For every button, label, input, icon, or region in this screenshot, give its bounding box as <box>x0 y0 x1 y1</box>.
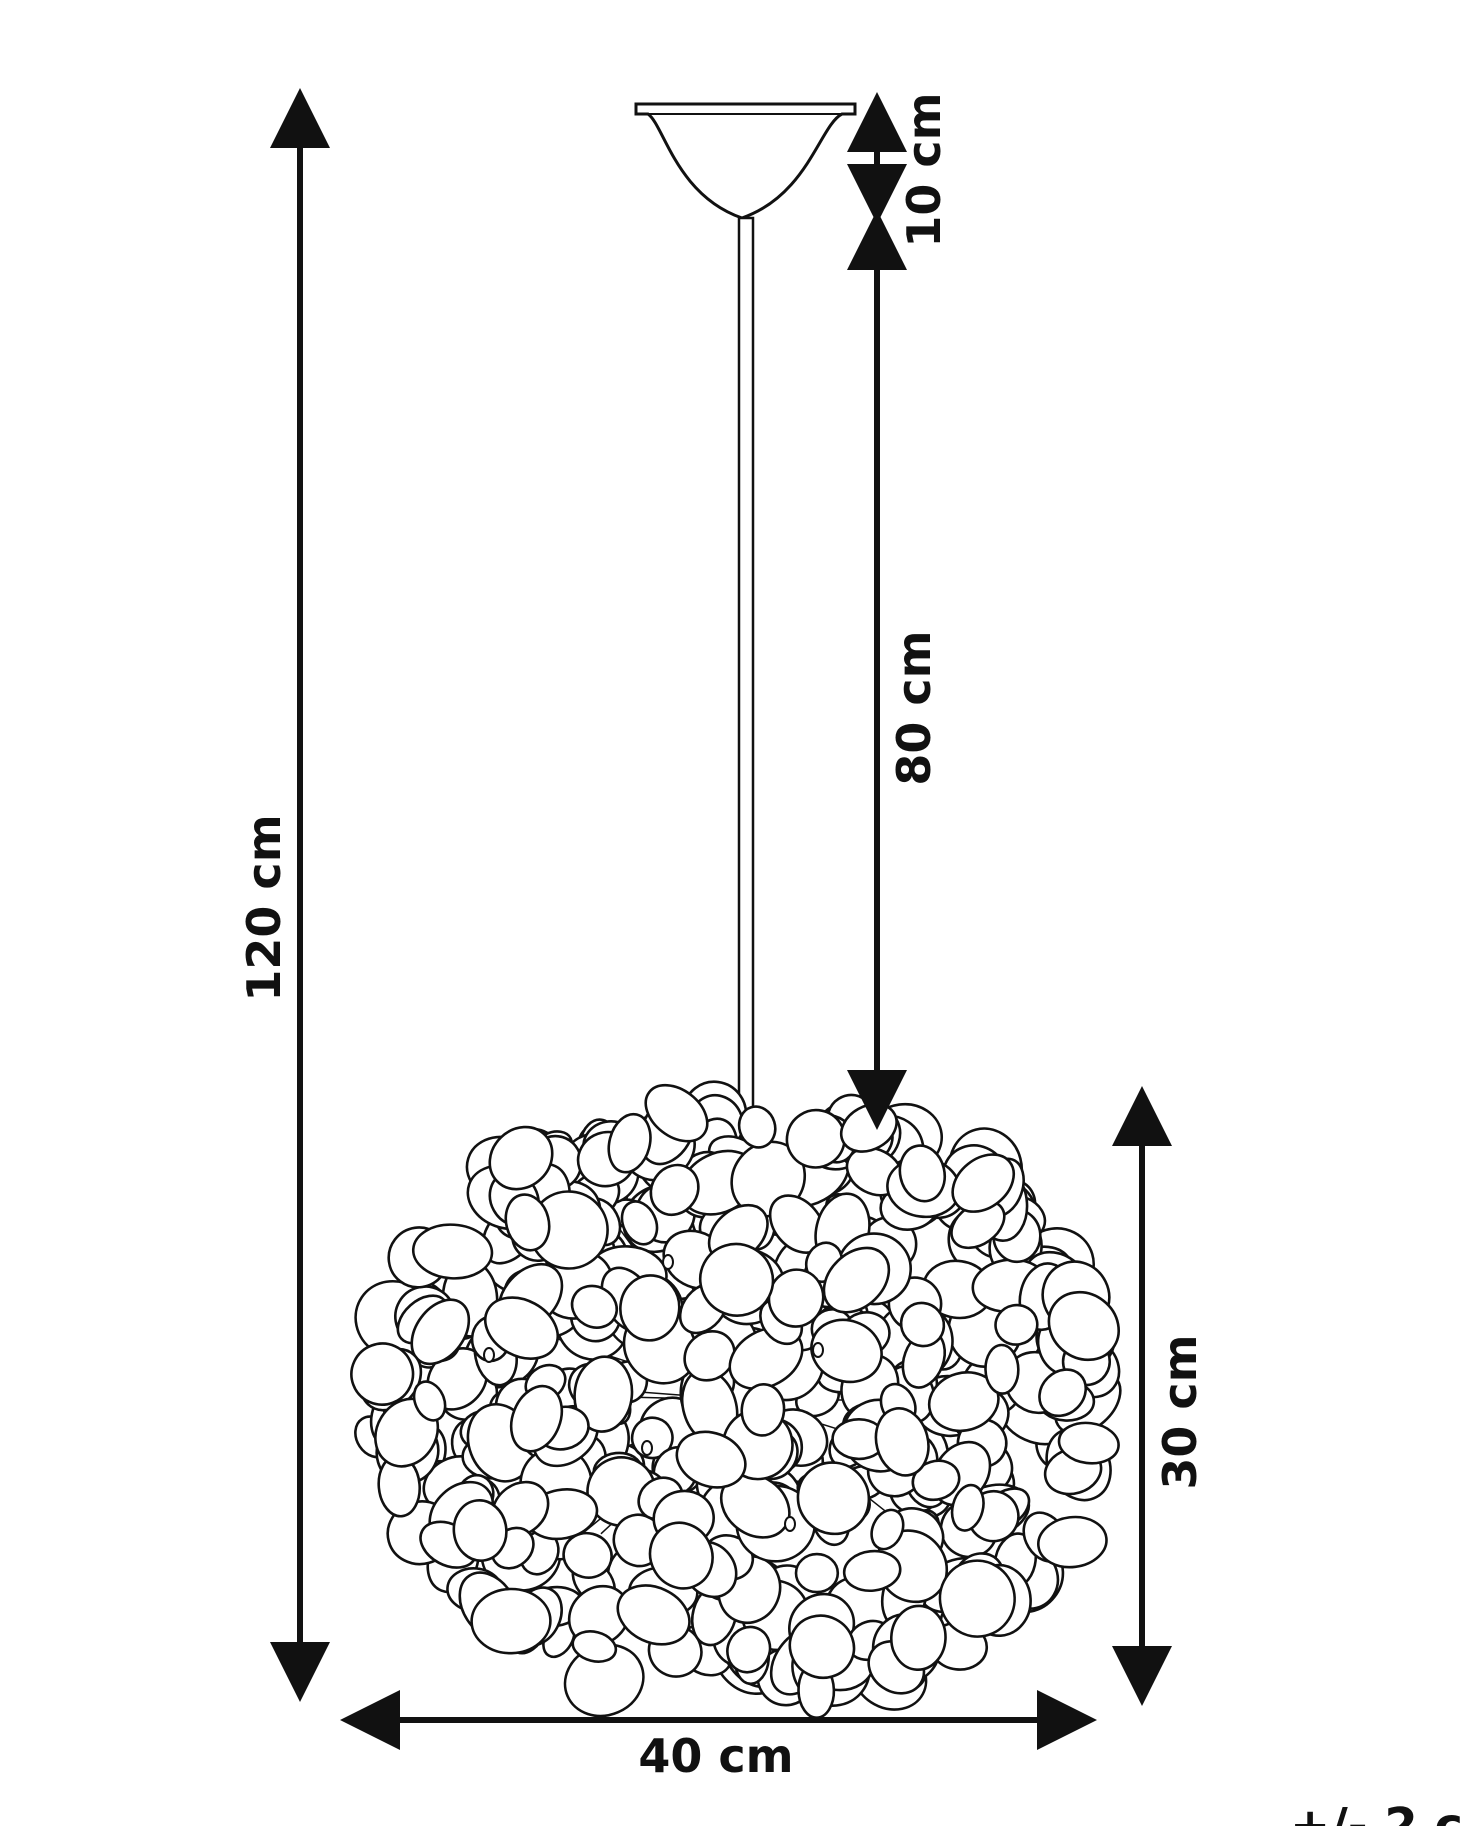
shade-disc <box>810 1318 883 1384</box>
disc-center-dot <box>483 1347 495 1363</box>
shade-disc <box>484 1296 559 1360</box>
shade-disc <box>412 1380 447 1422</box>
shade-disc <box>649 1163 700 1217</box>
shade-disc <box>675 1430 747 1489</box>
shade-disc <box>644 1083 709 1143</box>
shade-disc <box>509 1384 564 1453</box>
shade-disc <box>874 1407 930 1477</box>
shade-disc <box>870 1508 905 1551</box>
shade-disc <box>1038 1368 1088 1418</box>
disc-center-dot <box>784 1516 796 1532</box>
shade-disc <box>950 1483 985 1532</box>
shade-disc <box>984 1343 1020 1395</box>
flower-disc-shade <box>350 1080 1122 1719</box>
shade-disc <box>683 1329 736 1382</box>
shade-disc <box>938 1559 1016 1638</box>
shade-disc <box>619 1274 681 1342</box>
shade-disc <box>899 1301 946 1348</box>
shade-disc <box>452 1499 508 1562</box>
shade-disc <box>470 1587 552 1655</box>
shade-disc <box>1037 1515 1108 1569</box>
suspension-rod <box>737 216 755 1132</box>
pendant-lamp-icon <box>350 102 1122 1719</box>
shade-disc <box>648 1521 714 1590</box>
shade-disc <box>785 1108 846 1169</box>
shade-disc <box>898 1144 947 1203</box>
shade-disc <box>570 1284 619 1329</box>
shade-disc <box>740 1383 786 1437</box>
rod-length-label: 80 cm <box>887 630 941 785</box>
shade-disc <box>994 1303 1039 1346</box>
shade-height-label: 30 cm <box>1153 1334 1207 1489</box>
shade-disc <box>822 1246 891 1314</box>
shade-disc <box>411 1223 494 1280</box>
shade-width-label: 40 cm <box>638 1729 793 1783</box>
shade-disc <box>794 1552 840 1594</box>
ceiling-canopy <box>634 102 857 220</box>
tolerance-note: +/- 2 cm <box>1290 1798 1460 1826</box>
shade-disc <box>951 1153 1016 1213</box>
shade-disc <box>571 1630 618 1663</box>
disc-center-dot <box>662 1254 674 1270</box>
shade-disc <box>488 1125 554 1191</box>
total-height-label: 120 cm <box>237 814 291 1001</box>
shade-disc <box>350 1342 415 1406</box>
canopy-height-label: 10 cm <box>897 92 951 247</box>
shade-disc <box>911 1459 961 1502</box>
disc-center-dot <box>812 1342 824 1358</box>
disc-center-dot <box>641 1440 653 1456</box>
shade-disc <box>573 1355 634 1433</box>
shade-disc <box>889 1604 947 1671</box>
shade-disc <box>504 1193 551 1252</box>
shade-disc <box>607 1112 652 1174</box>
shade-disc <box>726 1625 772 1674</box>
shade-disc <box>788 1614 856 1680</box>
shade-disc <box>737 1105 777 1149</box>
shade-disc <box>620 1200 659 1246</box>
shade-disc <box>842 1549 902 1593</box>
shade-disc <box>698 1242 775 1317</box>
shade-disc <box>796 1461 871 1536</box>
shade-disc <box>616 1584 691 1646</box>
shade-disc <box>562 1531 613 1579</box>
